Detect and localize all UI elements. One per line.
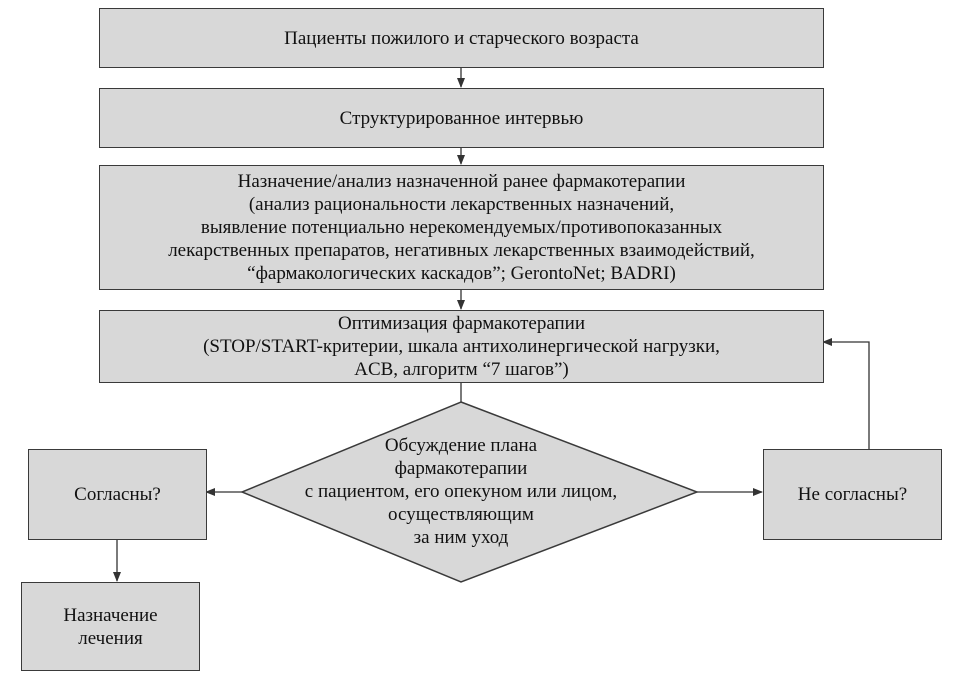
arrow-disagree-back-to-optimization — [822, 338, 870, 449]
discussion-line-5: за ним уход — [413, 527, 509, 548]
optimization-line-3: ACB, алгоритм “7 шагов”) — [354, 359, 569, 380]
optimization-line-2: (STOP/START-критерии, шкала антихолинерг… — [203, 336, 720, 357]
agree-label: Согласны? — [74, 484, 161, 505]
discussion-line-1: Обсуждение плана — [384, 435, 538, 456]
treatment-line-2: лечения — [78, 627, 143, 649]
analysis-line-3: выявление потенциально нерекомендуемых/п… — [200, 217, 723, 238]
discussion-line-4: осуществляющим — [388, 504, 534, 525]
interview-box: Структурированное интервью — [99, 88, 824, 148]
optimization-box: Оптимизация фармакотерапии (STOP/START-к… — [99, 310, 824, 383]
discussion-line-3: с пациентом, его опекуном или лицом, — [304, 481, 618, 502]
discussion-line-2: фармакотерапии — [394, 458, 528, 479]
decision-diamond — [240, 401, 700, 583]
treatment-box: Назначение лечения — [21, 582, 200, 671]
patients-box: Пациенты пожилого и старческого возраста — [99, 8, 824, 68]
disagree-label: Не согласны? — [797, 484, 908, 505]
analysis-line-5: “фармакологических каскадов”; GerontoNet… — [247, 263, 676, 284]
analysis-line-1: Назначение/анализ назначенной ранее фарм… — [237, 171, 686, 192]
analysis-line-4: лекарственных препаратов, негативных лек… — [168, 240, 755, 261]
disagree-box: Не согласны? — [763, 449, 942, 540]
analysis-line-2: (анализ рациональности лекарственных наз… — [248, 194, 675, 215]
analysis-box: Назначение/анализ назначенной ранее фарм… — [99, 165, 824, 290]
discussion-text: Обсуждение плана фармакотерапии с пациен… — [272, 434, 650, 549]
optimization-line-1: Оптимизация фармакотерапии — [337, 313, 586, 334]
interview-label: Структурированное интервью — [339, 107, 584, 129]
patients-label: Пациенты пожилого и старческого возраста — [284, 27, 639, 49]
agree-box: Согласны? — [28, 449, 207, 540]
treatment-line-1: Назначение — [63, 604, 158, 626]
